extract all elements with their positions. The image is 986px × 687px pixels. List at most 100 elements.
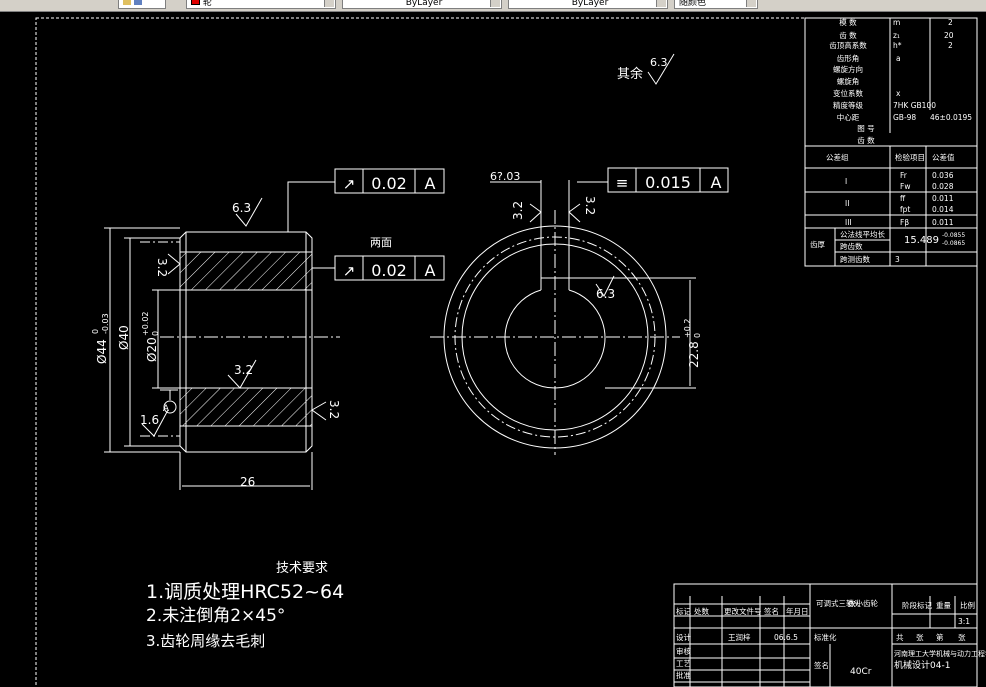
color-dropdown[interactable]: 轮	[186, 0, 336, 9]
table-row-label: 齿形角	[837, 53, 860, 63]
tb-role: 审核	[676, 646, 691, 656]
tb-header: 年月日	[786, 606, 809, 616]
tb-sheet-label: 张	[958, 633, 966, 642]
section-hatch-bottom	[180, 388, 312, 426]
layer-state-icon	[123, 0, 131, 5]
inner-dia-dim: Ø40	[117, 325, 131, 350]
tooth-count: 3	[895, 255, 900, 264]
lineweight-value: ByLayer	[571, 0, 609, 8]
datum-circle	[163, 400, 177, 414]
table-row-label: 齿 数	[839, 30, 857, 40]
table-row-val: 46±0.0195	[930, 113, 972, 122]
roughness-top: 6.3	[232, 201, 251, 215]
tb-header: 标记	[676, 606, 691, 616]
leader-line	[287, 181, 335, 232]
roughness-symbol	[647, 53, 675, 85]
tb-date: 06.6.5	[774, 633, 798, 642]
plotstyle-dropdown[interactable]: 随颜色	[674, 0, 758, 9]
keyway-tol-upper: +0.2	[683, 319, 692, 338]
keyway-depth-dim: 22.8	[687, 341, 701, 368]
tooth-row: 公法线平均长	[840, 229, 885, 239]
roughness-key-left: 3.2	[511, 201, 525, 220]
tb-sheet-label: 张	[916, 633, 924, 642]
group-item-sym: ff	[900, 194, 906, 203]
roughness-key-bottom: 6.3	[596, 287, 615, 301]
tolerance-value-2: 0.02	[371, 261, 407, 280]
tb-part-name: 可调式三轴头	[816, 598, 861, 608]
properties-toolbar: 轮 ByLayer ByLayer 随颜色	[0, 0, 986, 12]
keyway-width-dim: 6?.03	[490, 170, 520, 183]
section-view	[104, 181, 340, 490]
group-item-sym: Fβ	[900, 218, 909, 227]
roughness-symbol	[568, 203, 581, 223]
outer-dia-dim: Ø44	[95, 339, 109, 364]
runout-symbol: ↗	[343, 262, 356, 280]
color-swatch-icon	[191, 0, 200, 5]
chevron-down-icon	[746, 0, 756, 7]
lineweight-dropdown[interactable]: ByLayer	[508, 0, 668, 9]
layer-toolbar-icons[interactable]	[118, 0, 166, 9]
tech-req-item-2: 2.未注倒角2×45°	[146, 606, 285, 626]
tb-designer: 王润梓	[728, 632, 751, 642]
table-header: 公差组	[826, 152, 849, 162]
chevron-down-icon	[324, 0, 334, 7]
table-row-val: 20	[944, 31, 954, 40]
group-name: I	[845, 177, 847, 186]
group-item-val: 0.036	[932, 171, 954, 180]
drawing-canvas[interactable]: 其余 6.3 ↗ 0.02 A ↗ 0.02 A ≡ 0.015 A 两面 6.…	[0, 11, 986, 687]
tb-sign: 签名	[814, 660, 829, 670]
tooth-row: 跨测齿数	[840, 254, 870, 264]
group-item-val: 0.011	[932, 194, 954, 203]
tb-sheet-label: 共	[896, 633, 904, 642]
group-name: II	[845, 199, 849, 208]
runout-symbol: ↗	[343, 175, 356, 193]
tb-weight-label: 重量	[936, 601, 951, 610]
tooth-value: 15.489	[904, 235, 939, 246]
tolerance-value-1: 0.02	[371, 174, 407, 193]
roughness-symbol	[141, 409, 169, 437]
title-block-text: 标记 处数 更改文件号 签名 年月日 设计 审核 工艺 批准 王润梓 06.6.…	[676, 598, 986, 680]
datum-label: A	[163, 404, 170, 414]
table-header: 检验项目	[895, 152, 925, 162]
group-item-sym: Fr	[900, 171, 908, 180]
width-dim: 26	[240, 475, 255, 489]
tb-stage-label: 阶段标记	[902, 600, 932, 610]
chevron-down-icon	[656, 0, 666, 7]
keyway-tol-lower: 0	[693, 333, 702, 338]
table-row-sym: GB-98	[893, 113, 916, 122]
tb-role: 批准	[676, 670, 691, 680]
linetype-dropdown[interactable]: ByLayer	[342, 0, 502, 9]
roughness-symbol	[227, 359, 257, 389]
group-item-val: 0.028	[932, 182, 954, 191]
table-row-sym: h*	[893, 41, 902, 50]
outer-dia-tol-lower: -0.03	[101, 313, 110, 334]
group-name: III	[845, 218, 852, 227]
bore-tol-lower: 0	[151, 331, 160, 336]
table-row-sym: 7HK GB100	[893, 101, 936, 110]
roughness-key-right: 3.2	[583, 196, 597, 215]
tooth-tol-upper: -0.0855	[942, 232, 965, 239]
roughness-symbol	[311, 401, 327, 421]
group-item-val: 0.011	[932, 218, 954, 227]
surface-note-value: 6.3	[650, 56, 668, 69]
datum-ref-1: A	[425, 174, 436, 193]
symmetry-symbol: ≡	[616, 174, 629, 192]
roughness-bore: 3.2	[234, 363, 253, 377]
table-row-label: 齿 数	[857, 135, 875, 145]
tech-req-item-3: 3.齿轮周缘去毛刺	[146, 632, 265, 650]
datum-ref-2: A	[425, 261, 436, 280]
table-row-sym: z₁	[893, 31, 900, 40]
tb-school: 河南理工大学机械与动力工程学院	[894, 649, 986, 658]
tb-drawing-no: 机械设计04-1	[894, 659, 950, 671]
roughness-left-bottom: 1.6	[140, 413, 159, 427]
roughness-symbol	[235, 197, 263, 227]
roughness-symbol	[529, 203, 542, 223]
both-sides-label: 两面	[370, 236, 392, 249]
tb-scale: 3:1	[958, 617, 970, 626]
tooth-row: 跨齿数	[840, 241, 863, 251]
table-row-val: 2	[948, 18, 953, 27]
tolerance-value-3: 0.015	[645, 173, 691, 192]
bore-tol-upper: +0.02	[141, 311, 150, 336]
group-item-sym: fpt	[900, 205, 910, 214]
tb-header: 更改文件号	[724, 606, 762, 616]
